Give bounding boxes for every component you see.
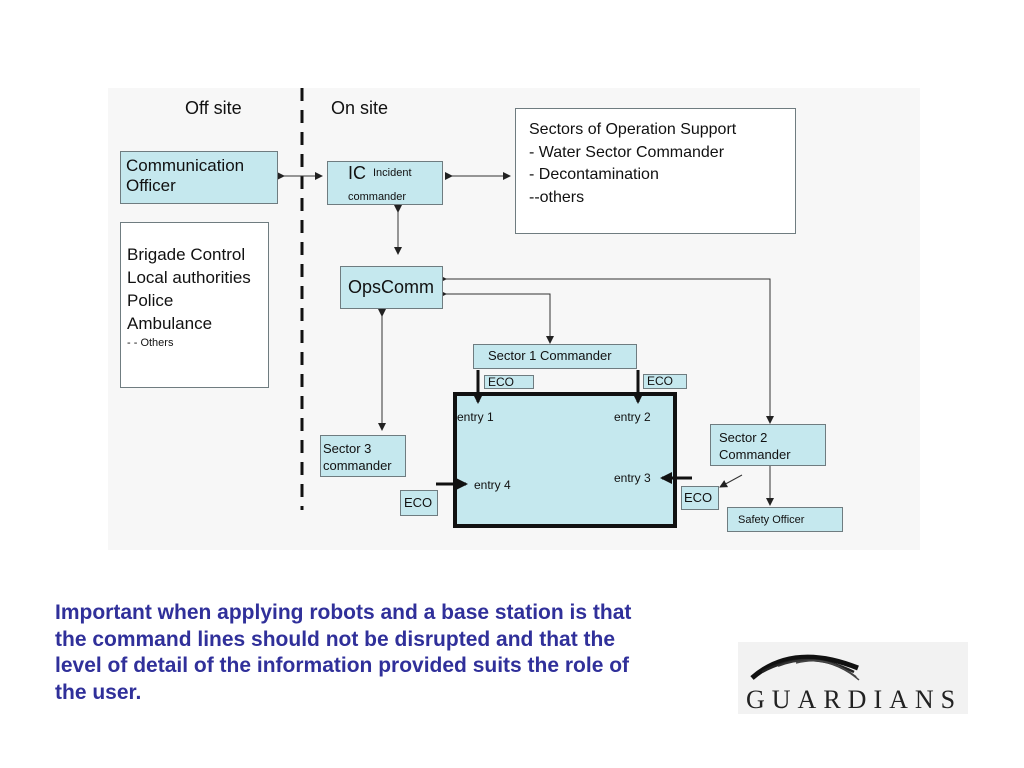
- eco-tag-entry3: ECO: [681, 486, 719, 510]
- sector1-commander-box: Sector 1 Commander: [473, 344, 637, 369]
- communication-officer-line2: Officer: [126, 175, 176, 195]
- external-agencies-box: Brigade Control Local authorities Police…: [120, 222, 269, 388]
- eco-label-entry4: ECO: [404, 495, 433, 510]
- sector1-label: Sector 1 Commander: [488, 348, 612, 363]
- sector2-line1: Sector 2: [719, 430, 768, 445]
- guardians-swoosh-icon: [750, 654, 860, 681]
- sector2-commander-box: Sector 2 Commander: [710, 424, 826, 466]
- eco-tag-entry1: ECO: [484, 375, 534, 389]
- communication-officer-box: Communication Officer: [120, 151, 278, 204]
- eco-label-entry2: ECO: [647, 374, 674, 388]
- guardians-logo: GUARDIANS: [738, 642, 968, 714]
- eco-label-entry3: ECO: [684, 490, 713, 505]
- sector3-line2: commander: [323, 458, 392, 473]
- sectors-support-title: Sectors of Operation Support: [529, 121, 737, 138]
- sector3-commander-box: Sector 3 commander: [320, 435, 406, 477]
- incident-commander-box: IC Incident commander: [327, 161, 443, 205]
- off-site-label: Off site: [185, 98, 242, 118]
- entry1-label: entry 1: [457, 410, 494, 424]
- caption-text: Important when applying robots and a bas…: [55, 601, 632, 704]
- sector3-line1: Sector 3: [323, 441, 372, 456]
- link-sector2-eco: [719, 474, 743, 488]
- entry4-label: entry 4: [474, 478, 511, 492]
- sectors-support-box: Sectors of Operation Support - Water Sec…: [515, 108, 796, 234]
- agency-local-authorities: Local authorities: [127, 268, 251, 287]
- sector2-line2: Commander: [719, 447, 791, 462]
- sectors-support-item-decon: - Decontamination: [529, 166, 659, 183]
- ic-desc-line1: Incident: [373, 167, 412, 179]
- eco-label-entry1: ECO: [488, 375, 515, 389]
- entry2-label: entry 2: [614, 410, 651, 424]
- communication-officer-line1: Communication: [126, 156, 245, 175]
- guardians-logo-text: GUARDIANS: [746, 685, 963, 714]
- agency-others: - - Others: [127, 337, 174, 349]
- on-site-label: On site: [331, 98, 389, 118]
- safety-officer-label: Safety Officer: [738, 514, 805, 526]
- agency-police: Police: [127, 291, 174, 310]
- link-opscomm-sector2: [439, 275, 774, 424]
- sectors-support-item-others: --others: [529, 188, 585, 206]
- link-opscomm-sector1: [439, 290, 554, 344]
- eco-tag-entry4: ECO: [400, 490, 438, 516]
- agency-brigade-control: Brigade Control: [127, 245, 246, 264]
- ic-desc-line2: commander: [348, 191, 407, 203]
- safety-officer-box: Safety Officer: [727, 507, 843, 532]
- agency-ambulance: Ambulance: [127, 314, 213, 333]
- sectors-support-item-water: - Water Sector Commander: [529, 143, 725, 161]
- ic-abbr: IC: [348, 163, 366, 183]
- entry3-label: entry 3: [614, 471, 651, 485]
- opscomm-box: OpsComm: [340, 266, 443, 309]
- opscomm-label: OpsComm: [348, 277, 435, 297]
- eco-tag-entry2: ECO: [643, 374, 687, 389]
